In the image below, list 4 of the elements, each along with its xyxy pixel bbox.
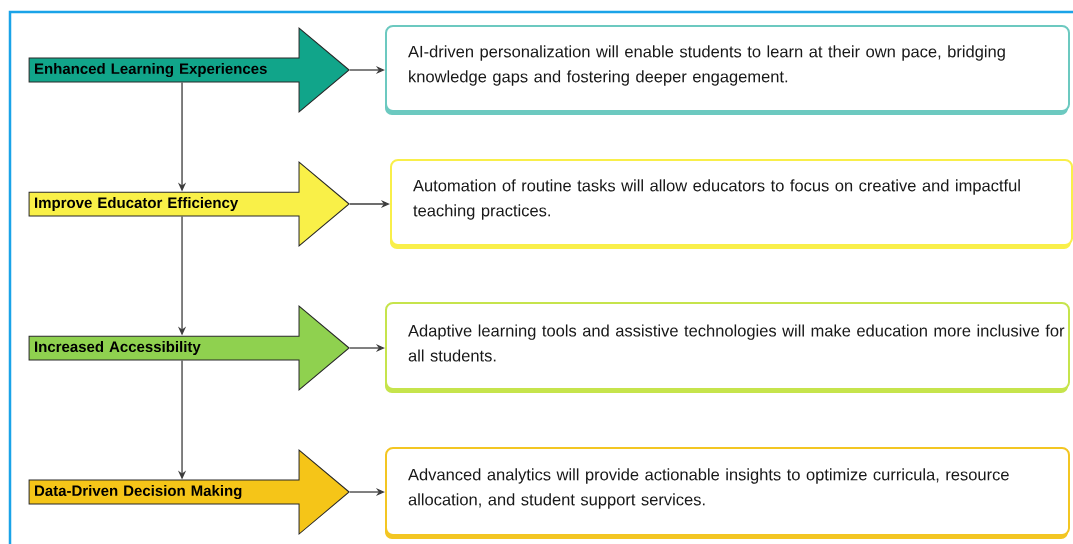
text-box: AI-driven personalization will enable students to learn at their own pace, bridging knowledge gaps and fostering deeper engagement. (385, 25, 1070, 115)
text-box: Adaptive learning tools and assistive technologies will make education more inclusive for all students. (385, 302, 1070, 393)
text-box: Automation of routine tasks will allow educators to focus on creative and impactful teaching practices. (390, 159, 1073, 249)
text-box: Advanced analytics will provide actionable insights to optimize curricula, resource allocation, and student support services. (385, 447, 1070, 539)
